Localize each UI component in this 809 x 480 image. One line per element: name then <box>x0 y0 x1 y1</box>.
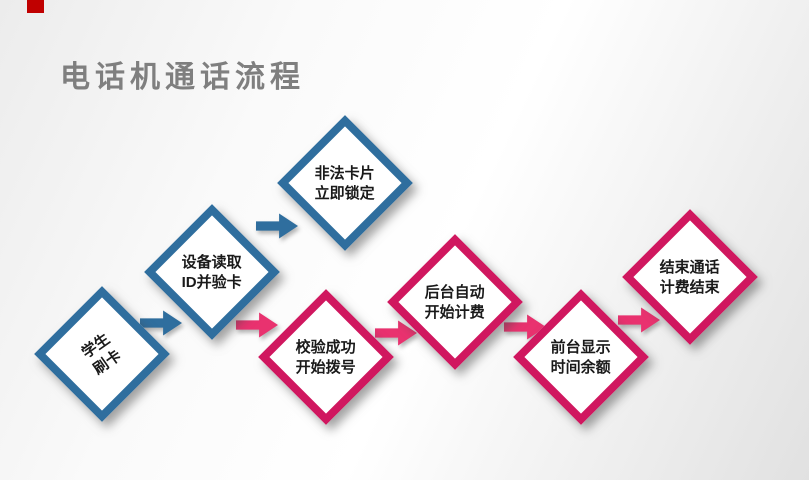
node-label: 结束通话 计费结束 <box>660 257 720 296</box>
node-illegal-lock: 非法卡片 立即锁定 <box>277 115 413 251</box>
diamond-shape: 校验成功 开始拨号 <box>258 289 394 425</box>
node-label-line1: 设备读取 <box>181 253 243 271</box>
node-label-line1: 校验成功 <box>295 338 357 356</box>
flow-arrow-icon <box>256 213 298 239</box>
corner-accent <box>27 0 44 13</box>
node-end-call: 结束通话 计费结束 <box>622 209 758 345</box>
page-title: 电话机通话流程 <box>60 61 305 94</box>
node-label: 非法卡片 立即锁定 <box>315 163 375 202</box>
node-label: 后台自动 开始计费 <box>425 282 485 321</box>
node-label-line1: 非法卡片 <box>314 164 376 182</box>
node-label-line1: 后台自动 <box>424 283 486 301</box>
node-label-line2: 计费结束 <box>659 277 721 295</box>
node-label-line2: 开始计费 <box>424 302 486 320</box>
flow-arrow-icon <box>618 307 660 333</box>
diamond-shape: 非法卡片 立即锁定 <box>277 115 413 251</box>
node-label-line2: ID并验卡 <box>181 272 243 290</box>
node-label-line2: 开始拨号 <box>295 357 357 375</box>
node-label: 校验成功 开始拨号 <box>296 337 356 376</box>
node-label: 学生 刷卡 <box>79 329 126 378</box>
node-auto-billing: 后台自动 开始计费 <box>387 234 523 370</box>
diamond-shape: 后台自动 开始计费 <box>387 234 523 370</box>
diamond-shape: 结束通话 计费结束 <box>622 209 758 345</box>
node-label-line1: 前台显示 <box>550 338 612 356</box>
node-label-line1: 结束通话 <box>659 258 721 276</box>
node-label: 前台显示 时间余额 <box>551 337 611 376</box>
node-verify-dial: 校验成功 开始拨号 <box>258 289 394 425</box>
node-label-line2: 时间余额 <box>550 357 612 375</box>
flow-arrow-icon <box>236 312 278 338</box>
node-label-line2: 立即锁定 <box>314 183 376 201</box>
node-label: 设备读取 ID并验卡 <box>182 252 242 291</box>
